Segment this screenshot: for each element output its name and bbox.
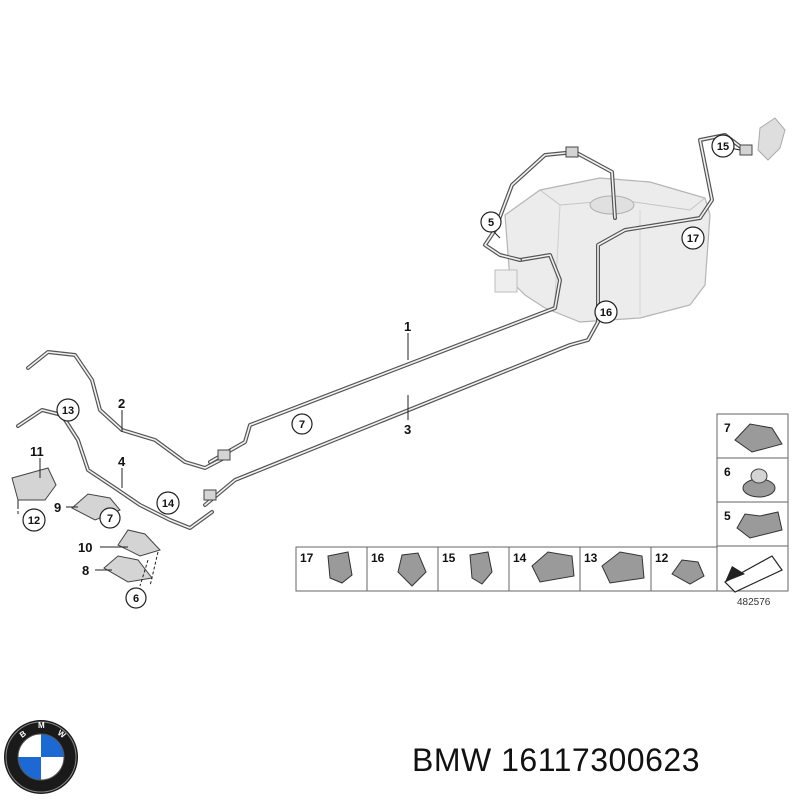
svg-text:9: 9 <box>54 500 61 515</box>
svg-text:7: 7 <box>299 419 305 431</box>
callout-5-circled: 5 <box>480 211 502 233</box>
callout-8: 8 <box>82 563 89 578</box>
svg-text:14: 14 <box>162 498 175 510</box>
pipe-5 <box>483 146 617 262</box>
svg-text:5: 5 <box>724 509 731 523</box>
svg-text:13: 13 <box>584 551 598 565</box>
pipe-3 <box>203 133 744 507</box>
svg-text:13: 13 <box>62 405 74 417</box>
callout-16-circled: 16 <box>594 300 618 324</box>
callout-7-circled-pipe: 7 <box>291 413 313 435</box>
footer-brand: BMW <box>412 742 492 778</box>
legend-cell-5: 5 <box>716 501 789 547</box>
callout-2: 2 <box>118 396 125 411</box>
callout-4: 4 <box>118 454 126 469</box>
callout-14-circled: 14 <box>156 491 180 515</box>
reference-number: 482576 <box>737 597 771 608</box>
legend-cell-7: 7 <box>716 413 789 459</box>
callout-17-circled: 17 <box>681 226 705 250</box>
svg-text:7: 7 <box>724 421 731 435</box>
footer-part-number: 16117300623 <box>501 742 700 778</box>
svg-text:B: B <box>18 729 28 740</box>
svg-text:10: 10 <box>78 540 92 555</box>
callout-6-circled: 6 <box>125 587 147 609</box>
svg-text:16: 16 <box>371 551 385 565</box>
callout-3: 3 <box>404 422 411 437</box>
legend-cell-17: 17 <box>295 546 368 592</box>
pipe-2 <box>26 350 231 470</box>
callout-15-circled: 15 <box>711 134 735 158</box>
svg-text:15: 15 <box>717 141 729 153</box>
svg-text:4: 4 <box>118 454 126 469</box>
svg-text:11: 11 <box>30 444 44 459</box>
svg-text:16: 16 <box>600 307 612 319</box>
svg-text:2: 2 <box>118 396 125 411</box>
callout-12-circled: 12 <box>22 508 46 532</box>
bracket-8 <box>103 555 153 583</box>
callout-10: 10 <box>78 540 92 555</box>
svg-text:8: 8 <box>82 563 89 578</box>
canister-15 <box>739 117 786 161</box>
bmw-logo: B M W <box>4 720 78 794</box>
svg-text:M: M <box>38 721 45 730</box>
svg-text:3: 3 <box>404 422 411 437</box>
svg-text:5: 5 <box>488 217 494 229</box>
bracket-11 <box>11 467 57 506</box>
svg-text:6: 6 <box>133 593 139 605</box>
footer-part-label: BMW 16117300623 <box>412 742 700 779</box>
svg-text:6: 6 <box>724 465 731 479</box>
legend-cell-6: 6 <box>716 457 789 503</box>
legend-cell-16: 16 <box>366 546 439 592</box>
svg-text:12: 12 <box>655 551 669 565</box>
svg-text:1: 1 <box>404 319 411 334</box>
fuel-tank <box>494 177 711 323</box>
legend-cell-15: 15 <box>437 546 510 592</box>
callout-13-circled: 13 <box>56 398 80 422</box>
pipe-1 <box>208 253 562 464</box>
svg-text:12: 12 <box>28 515 40 527</box>
callout-9: 9 <box>54 500 61 515</box>
callout-7-circled-left: 7 <box>99 507 121 529</box>
svg-text:7: 7 <box>107 513 113 525</box>
svg-text:17: 17 <box>687 233 699 245</box>
svg-text:W: W <box>56 728 68 740</box>
parts-legend: 17 16 15 14 13 12 <box>295 413 789 593</box>
bracket-10 <box>117 529 161 557</box>
pipe-4 <box>16 408 217 530</box>
legend-cell-14: 14 <box>508 546 581 592</box>
legend-cell-13: 13 <box>579 546 652 592</box>
svg-text:17: 17 <box>300 551 314 565</box>
svg-text:15: 15 <box>442 551 456 565</box>
legend-cell-arrow <box>716 545 789 593</box>
callout-1: 1 <box>404 319 411 334</box>
svg-text:14: 14 <box>513 551 527 565</box>
callout-11: 11 <box>30 444 44 459</box>
svg-text:482576: 482576 <box>737 597 771 608</box>
legend-cell-12: 12 <box>650 546 718 592</box>
